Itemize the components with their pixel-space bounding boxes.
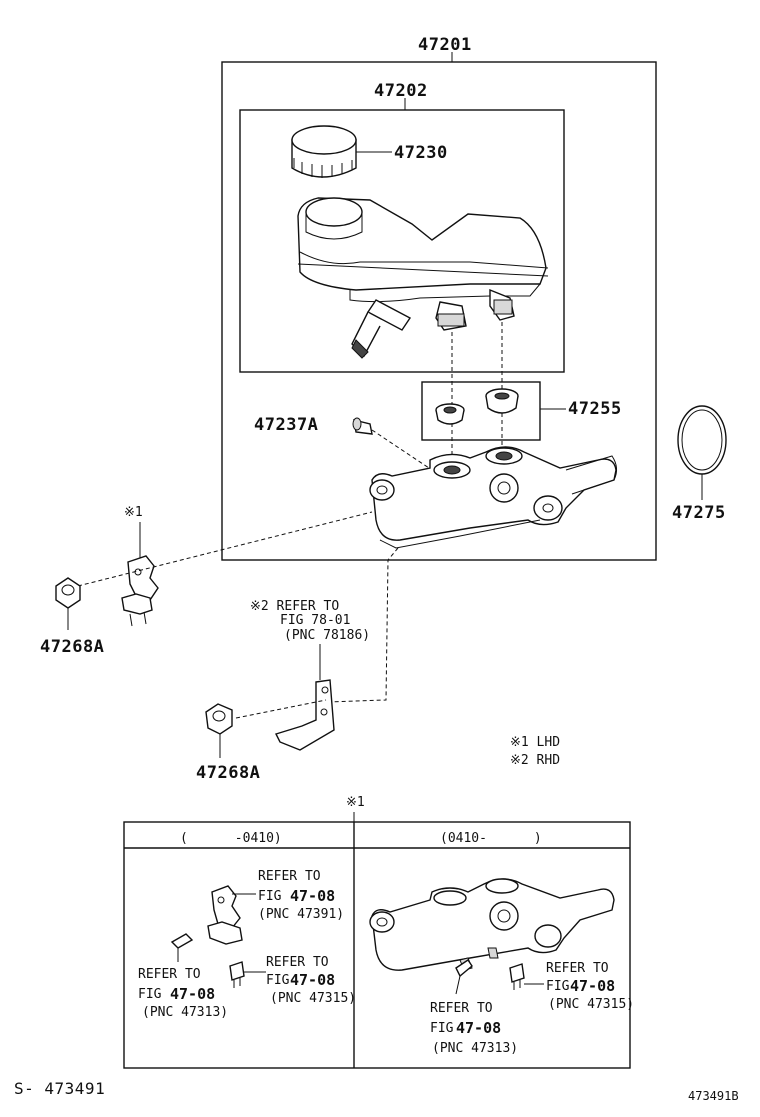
inset-left-ref-c[interactable]: REFER TO FIG 47-08 (PNC 47313) <box>138 967 228 1020</box>
bracket-rhd-icon[interactable] <box>275 679 335 751</box>
part-label-47202[interactable]: 47202 <box>374 81 428 101</box>
drawing-code: 473491B <box>688 1089 739 1103</box>
inset-right-connector-icon[interactable] <box>509 963 525 990</box>
svg-text:(PNC 47391): (PNC 47391) <box>258 907 344 922</box>
assembly-frame <box>221 61 657 561</box>
inset-right-ref-a[interactable]: REFER TO FIG 47-08 (PNC 47315) <box>546 961 634 1012</box>
svg-text:REFER TO: REFER TO <box>258 869 321 884</box>
inset-right-ref-b[interactable]: REFER TO FIG 47-08 (PNC 47313) <box>430 1001 518 1056</box>
reservoir-cap-icon[interactable] <box>291 125 357 178</box>
svg-text:47-08: 47-08 <box>570 977 615 995</box>
nut-upper-icon[interactable] <box>55 577 81 609</box>
svg-text:REFER TO: REFER TO <box>266 955 329 970</box>
svg-text:(PNC 47313): (PNC 47313) <box>142 1005 228 1020</box>
inset-master-cylinder-icon[interactable] <box>369 878 615 971</box>
inset-mark: ※1 <box>346 795 365 810</box>
svg-text:(PNC 47315): (PNC 47315) <box>270 991 356 1006</box>
part-label-47201[interactable]: 47201 <box>418 35 472 55</box>
part-label-47268A-lower[interactable]: 47268A <box>196 763 260 783</box>
part-label-47255[interactable]: 47255 <box>568 399 622 419</box>
reservoir-tank-icon[interactable] <box>297 197 549 359</box>
legend-rhd: ※2 RHD <box>510 753 560 768</box>
svg-text:REFER TO: REFER TO <box>138 967 201 982</box>
part-label-47268A-upper[interactable]: 47268A <box>40 637 104 657</box>
inset-col-right-header: (0410- ) <box>440 831 542 846</box>
svg-text:FIG: FIG <box>546 979 570 994</box>
sheet-code: S- 473491 <box>14 1079 105 1098</box>
note-1-mark: ※1 <box>124 505 143 520</box>
svg-text:47-08: 47-08 <box>170 985 215 1003</box>
part-label-47237A[interactable]: 47237A <box>254 415 318 435</box>
grommet-frame <box>421 381 541 441</box>
inset-left-ref-b[interactable]: REFER TO FIG 47-08 (PNC 47315) <box>266 955 356 1006</box>
svg-text:(PNC 47313): (PNC 47313) <box>432 1041 518 1056</box>
inset-frame <box>123 821 631 1069</box>
note-2-refer-line1: ※2 REFER TO <box>250 599 339 614</box>
o-ring-icon[interactable] <box>677 405 727 475</box>
grommet-icon[interactable] <box>435 388 519 425</box>
inset-col-left-header: ( -0410) <box>180 831 282 846</box>
inset-right-sensor-icon[interactable] <box>455 959 473 995</box>
svg-text:FIG: FIG <box>266 973 290 988</box>
svg-text:47-08: 47-08 <box>456 1019 501 1037</box>
reservoir-frame <box>239 109 565 373</box>
note-2-refer-line2[interactable]: FIG 78-01 <box>280 613 350 628</box>
legend-lhd: ※1 LHD <box>510 735 560 750</box>
bracket-lhd-icon[interactable] <box>121 555 159 627</box>
inset-left-sensor-icon[interactable] <box>170 933 194 962</box>
svg-text:FIG: FIG <box>258 889 289 904</box>
master-cylinder-icon[interactable] <box>369 446 618 549</box>
inset-left-bracket-icon[interactable] <box>207 885 243 945</box>
svg-text:(PNC 47315): (PNC 47315) <box>548 997 634 1012</box>
svg-text:REFER TO: REFER TO <box>430 1001 493 1016</box>
part-label-47275[interactable]: 47275 <box>672 503 726 523</box>
svg-text:47-08: 47-08 <box>290 971 335 989</box>
svg-text:REFER TO: REFER TO <box>546 961 609 976</box>
note-2-refer-line3: (PNC 78186) <box>284 628 370 643</box>
nut-lower-icon[interactable] <box>205 703 233 735</box>
svg-text:FIG: FIG <box>138 987 169 1002</box>
svg-text:FIG: FIG <box>430 1021 454 1036</box>
svg-text:47-08: 47-08 <box>290 887 335 905</box>
inset-left-connector-icon[interactable] <box>229 961 245 988</box>
inset-left-ref-a[interactable]: REFER TO FIG 47-08 (PNC 47391) <box>258 869 344 922</box>
union-plug-icon[interactable] <box>352 417 373 435</box>
part-label-47230[interactable]: 47230 <box>394 143 448 163</box>
